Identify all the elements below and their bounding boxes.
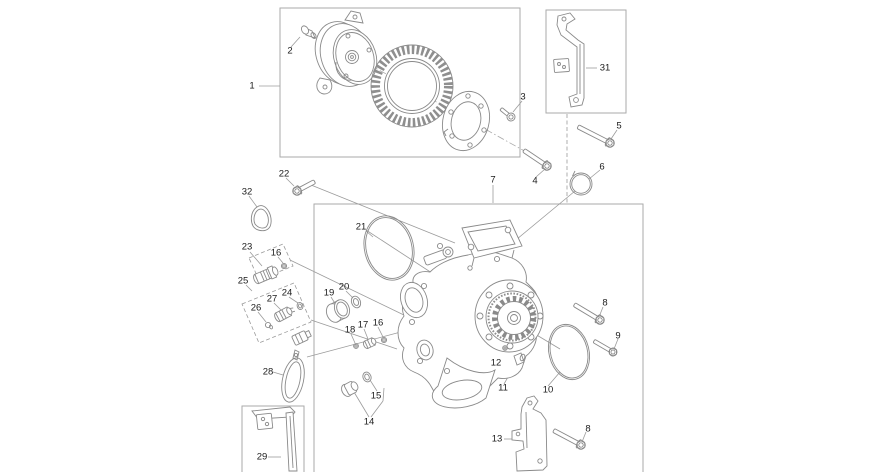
plug-part-17 (363, 337, 377, 349)
bracket-part-31 (553, 12, 585, 108)
group-box-31 (545, 9, 627, 114)
dashed-box-25 (241, 282, 312, 344)
callout-7: 7 (490, 174, 496, 186)
dashed-box-23 (248, 243, 294, 281)
ring-part-20 (350, 295, 362, 309)
retaining-ring-part-6 (569, 170, 593, 196)
callout-21: 21 (355, 221, 367, 233)
callout-8-lower: 8 (585, 423, 591, 435)
plug-part-2 (300, 25, 317, 39)
ring-part-16-left (280, 262, 288, 270)
timing-gear (370, 44, 454, 128)
gasket-part-32 (250, 205, 272, 232)
callout-15: 15 (370, 390, 382, 402)
callout-12: 12 (490, 357, 502, 369)
callout-23: 23 (241, 241, 253, 253)
o-ring-part-21 (363, 215, 415, 281)
callout-8-upper: 8 (602, 297, 608, 309)
callout-24: 24 (281, 287, 293, 299)
plug-part-11 (513, 352, 526, 366)
callout-31: 31 (599, 62, 611, 74)
bolt-part-4 (522, 148, 552, 171)
pump-drive-gear (474, 279, 544, 353)
bolt-part-8-upper (573, 302, 605, 325)
cam-gear-assembly (300, 10, 516, 152)
leader-22-pump (310, 184, 456, 244)
callout-20: 20 (338, 281, 350, 293)
bolt-part-3 (499, 107, 516, 122)
callout-6: 6 (599, 161, 605, 173)
cap-part-19 (325, 299, 351, 323)
callout-16-left: 16 (270, 247, 282, 259)
bolt-part-22 (292, 179, 316, 196)
callout-14: 14 (363, 416, 375, 428)
callout-11: 11 (498, 382, 508, 394)
group-box-1 (279, 7, 521, 158)
callout-25: 25 (237, 275, 249, 287)
group-box-29 (241, 405, 305, 472)
leader-23-pump (289, 259, 409, 318)
plug-part-26 (264, 321, 274, 330)
callout-28: 28 (262, 366, 274, 378)
ring-part-16-right (380, 336, 388, 344)
hose-part-28 (281, 330, 312, 403)
callout-26: 26 (250, 302, 262, 314)
leader-28-pump (306, 328, 413, 358)
bracket-part-29 (251, 406, 298, 472)
callout-29: 29 (256, 451, 268, 463)
bracket-part-13 (511, 395, 548, 472)
callout-27: 27 (266, 293, 278, 305)
callout-4: 4 (532, 175, 538, 187)
plug-part-14 (341, 381, 359, 397)
water-pump-assembly (363, 215, 618, 472)
group-box-7 (313, 203, 644, 472)
bolt-part-9 (593, 339, 618, 357)
callout-5: 5 (616, 120, 622, 132)
callout-9: 9 (615, 330, 621, 342)
callout-19: 19 (323, 287, 335, 299)
callout-32: 32 (241, 186, 253, 198)
callout-16-right: 16 (372, 317, 384, 329)
callout-13: 13 (491, 433, 503, 445)
ring-part-15 (362, 371, 372, 383)
leader-25-pump (310, 319, 398, 350)
gasket-plate (442, 90, 490, 152)
callout-18: 18 (344, 324, 356, 336)
callout-1: 1 (249, 80, 255, 92)
ring-part-18 (353, 343, 359, 349)
callout-17: 17 (357, 319, 369, 331)
bolt-part-8-lower (552, 428, 586, 450)
callout-22: 22 (278, 168, 290, 180)
washer-part-12 (502, 345, 508, 351)
sensor-part-23 (253, 265, 279, 285)
fitting-part-27 (274, 306, 296, 323)
ring-part-24 (296, 302, 304, 310)
o-ring-part-10 (547, 323, 591, 381)
callout-3: 3 (520, 91, 526, 103)
damper-pulley (314, 10, 378, 95)
bolt-part-5 (577, 124, 615, 148)
callout-2: 2 (287, 45, 293, 57)
callout-10: 10 (542, 384, 554, 396)
